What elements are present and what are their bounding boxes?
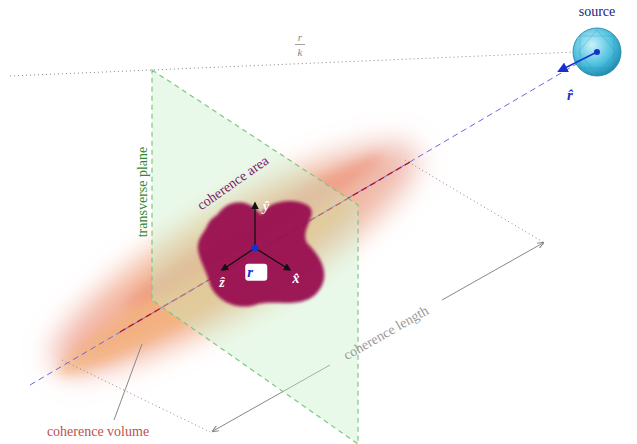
transverse-plane: transverse planecoherence area bbox=[152, 70, 360, 444]
position-vector-label: r⃗ bbox=[245, 264, 267, 281]
leader-line bbox=[114, 344, 142, 420]
plane-label: transverse plane bbox=[135, 147, 150, 238]
axis-label: x̂ bbox=[293, 271, 300, 286]
fraction-denominator: k bbox=[298, 46, 303, 58]
axis-label: ŷ bbox=[263, 199, 269, 214]
unit-vector-label: r̂ bbox=[567, 87, 573, 104]
fraction-bar bbox=[295, 44, 305, 45]
coherence-area: coherence area bbox=[195, 195, 330, 307]
dotted-line bbox=[62, 360, 210, 432]
axis-label: ẑ bbox=[219, 275, 224, 290]
dotted-line bbox=[405, 160, 543, 242]
dotted-line bbox=[10, 52, 575, 76]
fraction-numerator: r bbox=[298, 31, 302, 43]
unit-vector-arrow bbox=[559, 52, 597, 71]
origin-dot bbox=[252, 245, 259, 252]
axis-arrow bbox=[254, 203, 255, 248]
coherence-area-shape bbox=[195, 195, 330, 307]
transverse-plane-outline bbox=[152, 70, 358, 444]
coherence-area-outline bbox=[198, 201, 324, 307]
node-title: source bbox=[579, 4, 616, 19]
dimension-arrow bbox=[442, 243, 543, 300]
callout-label: coherence volume bbox=[47, 424, 149, 439]
source-node: source bbox=[573, 28, 621, 76]
